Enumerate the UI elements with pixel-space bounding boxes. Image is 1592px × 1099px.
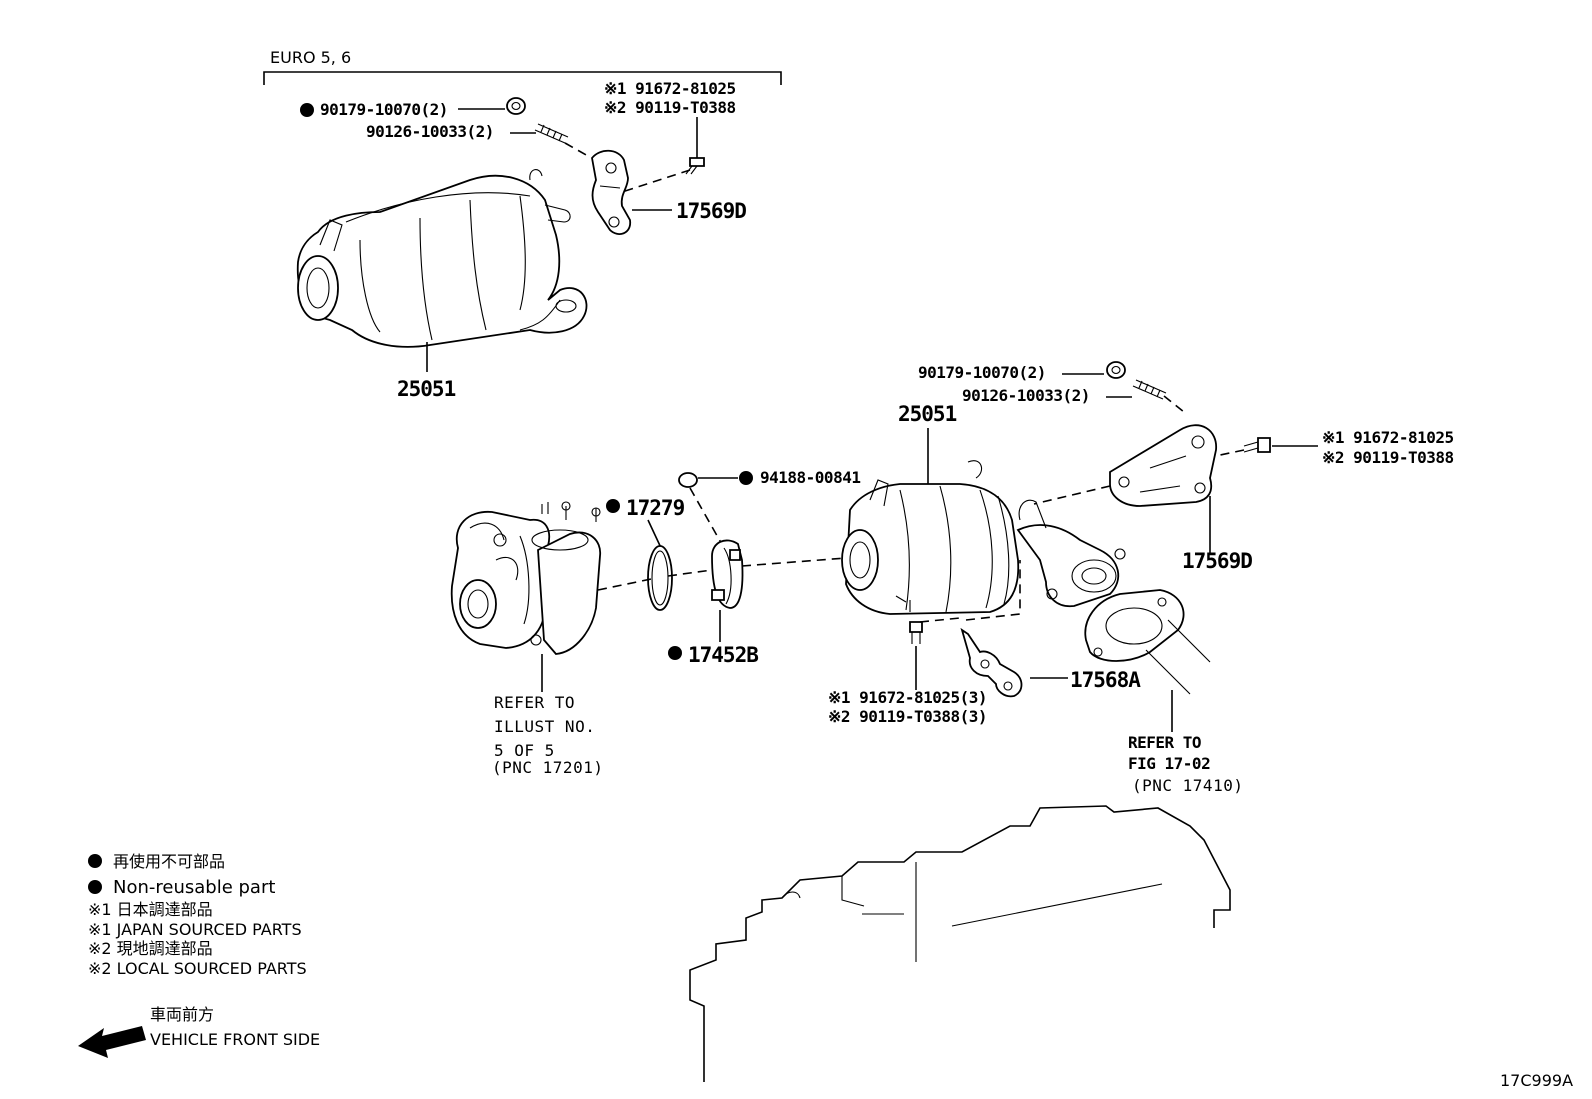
non-reusable-dot [668,646,682,660]
bracket-part [591,149,631,235]
assembly-dashline [689,487,725,549]
refer-fig-line-1: REFER TO [1128,733,1201,752]
bolt-part [685,157,705,175]
main-group: 90179-10070(2) 90126-10033(2) 25051 ※1 9… [450,361,1454,795]
refer-fig-line-3: (PNC 17410) [1132,776,1243,795]
legend-mark1-en: ※1 JAPAN SOURCED PARTS [88,920,302,939]
refer-turbo-line-4: (PNC 17201) [492,758,603,777]
stay-bolt-part [909,621,923,644]
stay-bolt-label-1: ※1 91672-81025(3) [828,688,987,707]
assembly-dashline [621,169,691,193]
stay-part [960,627,1023,698]
stud-part [534,123,569,144]
euro-group: EURO 5, 6 90179-10070(2) 90126-10033(2) … [263,48,782,401]
euro-bracket-line [263,71,782,85]
stay-label: 17568A [1070,668,1141,692]
assembly-dashline [667,569,713,577]
stay-bolt-label-2: ※2 90119-T0388(3) [828,707,987,726]
legend-mark2-jp: ※2 現地調達部品 [88,939,213,958]
clamp-label: 17452B [688,643,758,667]
converter-part [296,169,588,348]
assembly-dashline [741,557,847,567]
assembly-dashline [597,577,657,591]
top-bolt-label-2: ※2 90119-T0388 [604,98,736,117]
stud-part [1132,379,1167,400]
direction-en: VEHICLE FRONT SIDE [150,1030,320,1049]
main-stud-label: 90126-10033(2) [962,386,1090,405]
legend-mark1-jp: ※1 日本調達部品 [88,900,213,919]
non-reusable-dot [300,103,314,117]
assembly-dashline [564,142,589,157]
assembly-dashline [965,560,1021,621]
non-reusable-dot [88,854,102,868]
nut-part [1106,361,1126,379]
assembly-dashline [1033,485,1111,505]
main-bracket-label: 17569D [1182,549,1252,573]
nut-part [506,97,526,115]
refer-turbo-line-2: ILLUST NO. [494,717,595,736]
turbocharger-part [450,501,601,655]
refer-turbo-line-1: REFER TO [494,693,575,712]
bracket-part [1109,424,1217,507]
non-reusable-dot [606,499,620,513]
legend-non-reusable-jp: 再使用不可部品 [113,852,225,871]
ring-part [647,545,673,611]
legend-mark2-en: ※2 LOCAL SOURCED PARTS [88,959,307,978]
non-reusable-dot [88,880,102,894]
engine-outline [689,805,1231,1082]
assembly-dashline [919,617,961,623]
arrow-left-icon [78,1026,146,1058]
euro-label: EURO 5, 6 [270,48,351,67]
top-stud-label: 90126-10033(2) [366,122,494,141]
top-bolt-label-1: ※1 91672-81025 [604,79,736,98]
diagram-code: 17C999A [1500,1071,1573,1090]
clamp-nut-label: 94188-00841 [760,468,860,487]
gasket-part [1084,589,1211,695]
refer-turbo-line-3: 5 OF 5 [494,741,555,760]
main-bolt-label-2: ※2 90119-T0388 [1322,448,1454,467]
non-reusable-dot [739,471,753,485]
refer-fig-line-2: FIG 17-02 [1128,754,1210,773]
main-bolt-label-1: ※1 91672-81025 [1322,428,1454,447]
assembly-dashline [1163,395,1185,413]
direction-indicator: 車両前方 VEHICLE FRONT SIDE [78,1005,320,1058]
leader-line [647,519,663,551]
top-nut-label: 90179-10070(2) [320,100,448,119]
top-converter-label: 25051 [397,377,456,401]
bolt-part [1243,437,1271,453]
main-nut-label: 90179-10070(2) [918,363,1046,382]
clamp-nut-part [678,472,698,488]
clamp-part [711,539,744,609]
main-converter-label: 25051 [898,402,957,426]
legend: 再使用不可部品 Non-reusable part ※1 日本調達部品 ※1 J… [88,852,307,978]
legend-non-reusable-en: Non-reusable part [113,877,275,898]
top-bracket-label: 17569D [676,199,746,223]
converter-part [841,460,1126,615]
direction-jp: 車両前方 [150,1005,214,1024]
ring-label: 17279 [626,496,685,520]
